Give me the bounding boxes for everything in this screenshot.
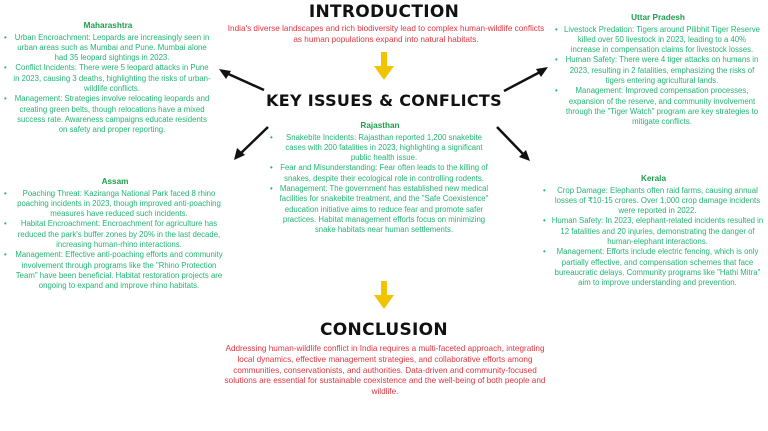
- introduction-title: INTRODUCTION: [308, 2, 460, 22]
- list-item: Livestock Predation: Tigers around Pilib…: [555, 25, 761, 56]
- arrow-to-assam-icon: [234, 126, 269, 160]
- region-rajasthan: Rajasthan Snakebite Incidents: Rajasthan…: [270, 121, 490, 235]
- down-arrow-icon: [374, 281, 394, 309]
- region-title: Uttar Pradesh: [631, 13, 685, 22]
- list-item: Management: Improved compensation proces…: [555, 86, 761, 127]
- region-assam: Assam Poaching Threat: Kaziranga Nationa…: [4, 177, 226, 291]
- region-title: Kerala: [640, 174, 667, 183]
- list-item: Management: The government has establish…: [270, 184, 490, 235]
- list-item: Human Safety: In 2023, elephant-related …: [543, 216, 764, 247]
- region-title: Assam: [101, 177, 129, 186]
- list-item: Management: Efforts include electric fen…: [543, 247, 764, 288]
- arrow-to-kerala-icon: [496, 126, 530, 161]
- region-title: Maharashtra: [83, 21, 133, 30]
- list-item: Management: Strategies involve relocatin…: [4, 94, 212, 135]
- list-item: Fear and Misunderstanding: Fear often le…: [270, 163, 490, 184]
- region-kerala: Kerala Crop Damage: Elephants often raid…: [543, 174, 764, 288]
- list-item: Habitat Encroachment: Encroachment for a…: [4, 219, 226, 250]
- key-issues-title: KEY ISSUES & CONFLICTS: [266, 91, 502, 110]
- list-item: Snakebite Incidents: Rajasthan reported …: [270, 133, 490, 164]
- arrow-to-maharashtra-icon: [219, 69, 265, 92]
- conclusion-title: CONCLUSION: [320, 320, 448, 340]
- list-item: Crop Damage: Elephants often raid farms,…: [543, 186, 764, 217]
- list-item: Poaching Threat: Kaziranga National Park…: [4, 189, 226, 220]
- list-item: Human Safety: There were 4 tiger attacks…: [555, 55, 761, 86]
- list-item: Conflict Incidents: There were 5 leopard…: [4, 63, 212, 94]
- list-item: Urban Encroachment: Leopards are increas…: [4, 33, 212, 64]
- down-arrow-icon: [374, 52, 394, 80]
- arrow-to-uttar-pradesh-icon: [503, 67, 548, 93]
- conclusion-text: Addressing human-wildlife conflict in In…: [224, 344, 546, 397]
- list-item: Management: Effective anti-poaching effo…: [4, 250, 226, 291]
- region-title: Rajasthan: [360, 121, 400, 130]
- region-uttar-pradesh: Uttar Pradesh Livestock Predation: Tiger…: [555, 13, 761, 127]
- introduction-text: India's diverse landscapes and rich biod…: [227, 24, 545, 44]
- region-maharashtra: Maharashtra Urban Encroachment: Leopards…: [4, 21, 212, 135]
